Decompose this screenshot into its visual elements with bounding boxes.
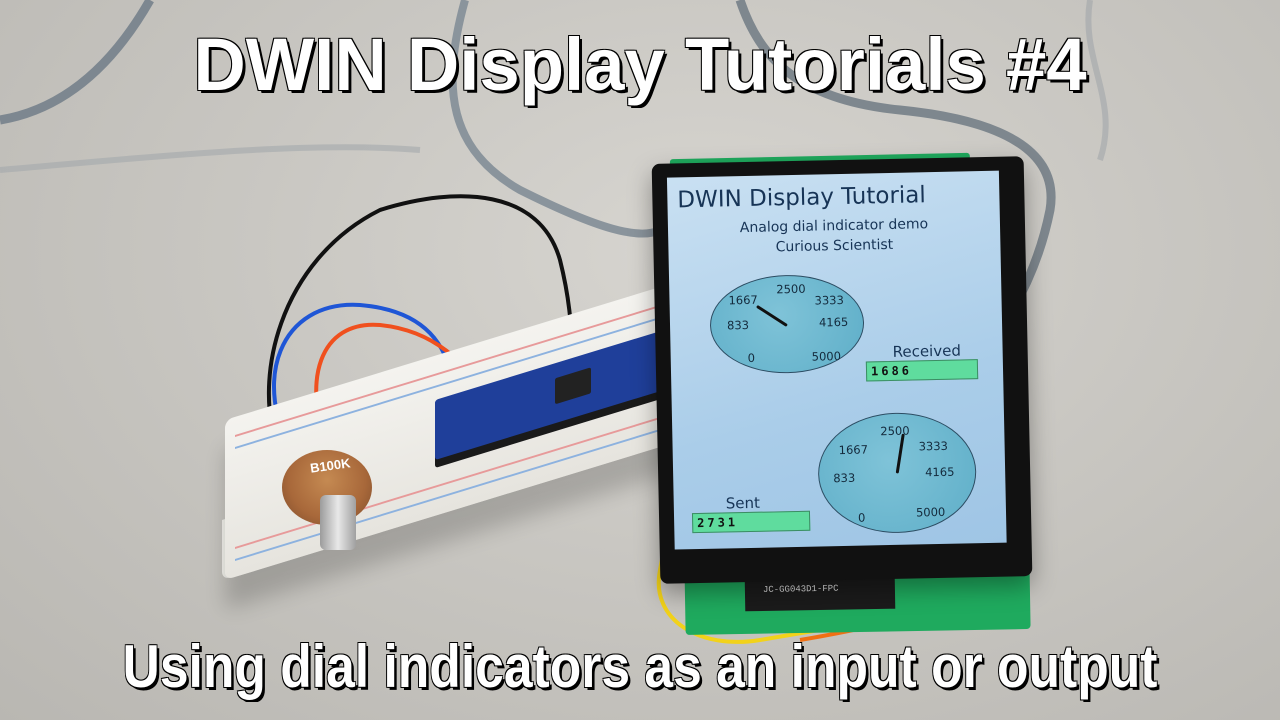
microcontroller-chip bbox=[555, 367, 591, 405]
sent-label: Sent bbox=[725, 493, 761, 513]
dial-tick-5000: 5000 bbox=[811, 349, 842, 364]
dial-tick-3333: 3333 bbox=[918, 438, 949, 454]
sent-dial[interactable]: 2500 1667 3333 833 4165 0 5000 bbox=[816, 411, 978, 535]
dial-tick-4165: 4165 bbox=[925, 464, 955, 480]
thumbnail-title: DWIN Display Tutorials #4 bbox=[193, 23, 1087, 106]
thumbnail-subtitle: Using dial indicators as an input or out… bbox=[122, 633, 1158, 700]
screen-title: DWIN Display Tutorial bbox=[677, 182, 927, 214]
dial-tick-3333: 3333 bbox=[814, 292, 844, 308]
dial-tick-2500: 2500 bbox=[776, 281, 806, 297]
received-dial: 2500 1667 3333 833 4165 0 5000 bbox=[709, 273, 866, 375]
display-screen[interactable]: DWIN Display Tutorial Analog dial indica… bbox=[666, 170, 1007, 550]
received-dial-needle bbox=[755, 304, 788, 327]
dial-tick-5000: 5000 bbox=[915, 504, 946, 520]
fpc-cable-label: JC-GG043D1-FPC bbox=[744, 576, 896, 612]
screen-author: Curious Scientist bbox=[775, 236, 894, 256]
screen-subtitle: Analog dial indicator demo bbox=[739, 216, 929, 237]
dial-tick-1667: 1667 bbox=[838, 442, 869, 458]
dwin-display: DWIN Display Tutorial Analog dial indica… bbox=[651, 156, 1033, 584]
dial-tick-2500: 2500 bbox=[880, 423, 910, 439]
received-value: 1686 bbox=[865, 359, 979, 382]
dial-tick-4165: 4165 bbox=[818, 314, 849, 330]
dial-tick-0: 0 bbox=[747, 350, 756, 365]
sent-value: 2731 bbox=[691, 510, 811, 534]
dial-tick-0: 0 bbox=[857, 510, 866, 525]
dial-tick-833: 833 bbox=[833, 470, 856, 486]
dial-tick-833: 833 bbox=[726, 317, 750, 333]
received-label: Received bbox=[892, 341, 962, 361]
potentiometer-knob[interactable] bbox=[320, 495, 356, 550]
dial-tick-1667: 1667 bbox=[728, 292, 758, 308]
sent-dial-needle[interactable] bbox=[895, 433, 905, 474]
